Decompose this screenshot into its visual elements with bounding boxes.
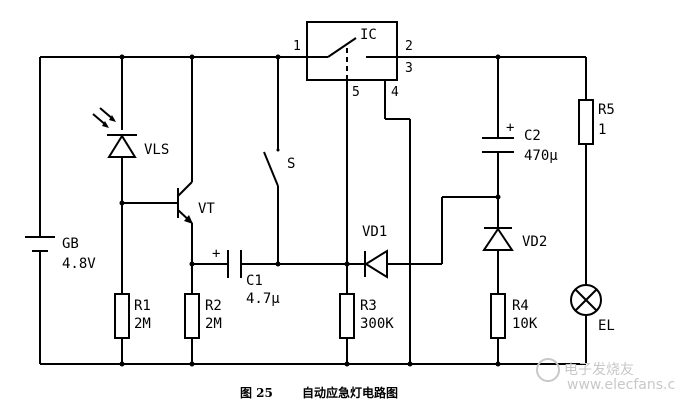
vd1-label: VD1: [362, 224, 387, 240]
switch-s: S: [263, 148, 295, 187]
vd2-label: VD2: [522, 234, 547, 250]
gb-label: GB: [62, 236, 79, 252]
r5-label: R5: [598, 102, 615, 118]
resistor-r3: R3 300K: [339, 293, 394, 339]
r3-value: 300K: [360, 316, 394, 332]
diode-vd2: VD2: [482, 227, 547, 251]
capacitor-c1: + C1 4.7μ: [212, 246, 280, 307]
resistor-r5: R5 1: [578, 99, 615, 145]
c2-value: 470μ: [524, 148, 558, 164]
gb-value: 4.8V: [62, 256, 96, 272]
c2-pol: +: [506, 120, 514, 136]
battery-gb: GB 4.8V: [25, 236, 96, 272]
transistor-vt: VT: [177, 181, 215, 224]
r1-value: 2M: [134, 316, 151, 332]
el-label: EL: [598, 318, 615, 334]
diode-vd1: VD1: [362, 224, 388, 279]
ic-pin-1: 1: [293, 39, 301, 54]
lamp-el: EL: [570, 284, 615, 334]
s-label: S: [287, 156, 295, 172]
r4-value: 10K: [512, 316, 538, 332]
ic-block: IC 1 2 3 5 4: [293, 21, 413, 100]
c1-pol: +: [212, 246, 220, 262]
r4-label: R4: [512, 298, 529, 314]
vt-label: VT: [198, 201, 215, 217]
ic-pin-3: 3: [405, 61, 413, 76]
ic-pin-2: 2: [405, 39, 413, 54]
c1-label: C1: [246, 273, 263, 289]
r3-label: R3: [360, 298, 377, 314]
photodiode-vls: VLS: [92, 107, 169, 158]
r5-value: 1: [598, 122, 606, 138]
ic-pin-4: 4: [391, 85, 399, 100]
c2-label: C2: [524, 128, 541, 144]
wires: [39, 56, 587, 365]
capacitor-c2: + C2 470μ: [482, 120, 558, 164]
ic-label: IC: [360, 27, 377, 43]
caption-title: 自动应急灯电路图: [302, 385, 398, 400]
resistor-r4: R4 10K: [490, 293, 538, 339]
caption-number: 图 25: [240, 386, 273, 400]
watermark-url: www.elecfans.com: [567, 377, 675, 393]
r1-label: R1: [134, 298, 151, 314]
c1-value: 4.7μ: [246, 291, 280, 307]
figure-caption: 图 25 自动应急灯电路图: [240, 385, 398, 400]
vls-label: VLS: [144, 142, 169, 158]
watermark: 电子发烧友 www.elecfans.com: [536, 358, 675, 393]
resistor-r2: R2 2M: [184, 293, 222, 339]
r2-label: R2: [205, 298, 222, 314]
junctions: [119, 54, 501, 367]
r2-value: 2M: [205, 316, 222, 332]
resistor-r1: R1 2M: [114, 293, 151, 339]
ic-pin-5: 5: [352, 85, 360, 100]
watermark-text: 电子发烧友: [564, 362, 634, 378]
